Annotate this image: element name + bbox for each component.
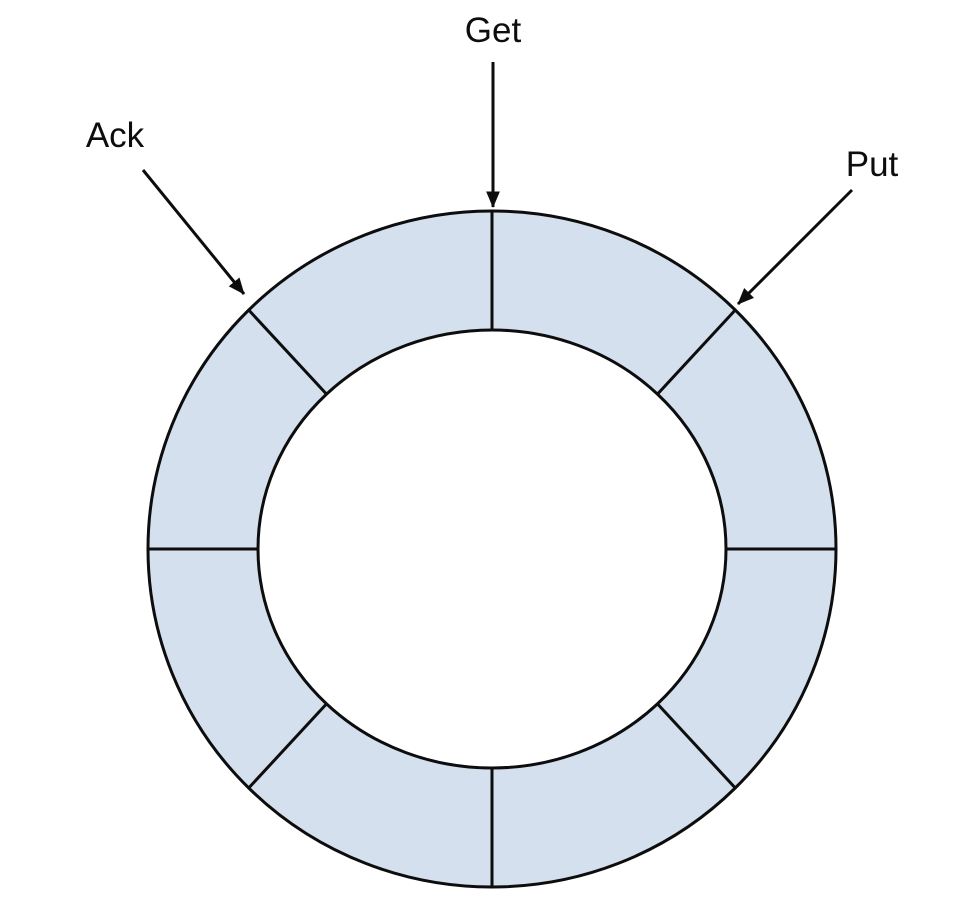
- ack-arrow-icon: [141, 169, 246, 295]
- pointer-arrows: [141, 62, 854, 306]
- ring-inner-circle: [256, 328, 728, 770]
- segment-dividers: [148, 211, 836, 887]
- segment-divider-nw: [247, 308, 328, 396]
- put-label: Put: [846, 145, 899, 184]
- get-label: Get: [465, 11, 522, 50]
- segment-divider-ne: [656, 308, 737, 396]
- segment-divider-sw: [247, 702, 328, 790]
- segment-divider-se: [656, 702, 737, 790]
- put-arrow-icon: [736, 188, 854, 306]
- ack-label: Ack: [86, 116, 145, 155]
